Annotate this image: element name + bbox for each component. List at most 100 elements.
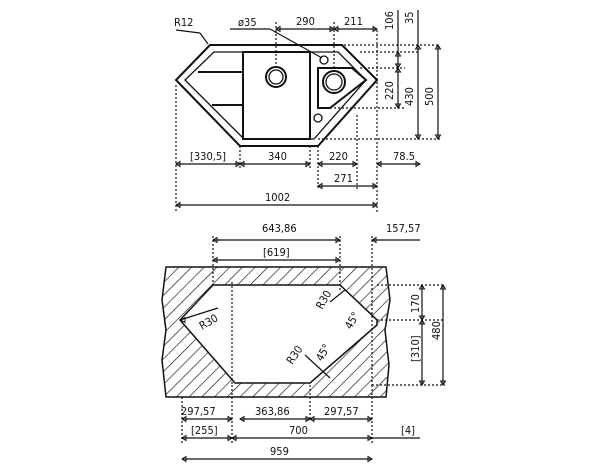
arrowhead — [394, 103, 402, 109]
arrowhead — [181, 455, 187, 463]
dim-271: 271 — [334, 172, 353, 185]
arrowhead — [372, 201, 378, 209]
arrowhead — [367, 455, 373, 463]
main-drain-inner — [268, 69, 284, 85]
main-bowl — [242, 51, 311, 140]
small-drain-inner — [325, 73, 343, 91]
dim-430: 430 — [403, 87, 416, 106]
arrowhead — [175, 201, 181, 209]
hatched-worktop — [161, 266, 391, 398]
arrowhead — [175, 160, 181, 168]
arrowhead — [329, 25, 335, 33]
arrowhead — [317, 160, 323, 168]
small-bowl — [317, 67, 368, 109]
radius-bottom: R30 — [284, 343, 306, 366]
angle-bottom: 45° — [313, 342, 333, 364]
arrowhead — [367, 415, 373, 423]
dim-290: 290 — [296, 15, 315, 28]
dim-4: [4] — [401, 424, 415, 437]
dim-255: [255] — [191, 424, 218, 437]
arrowhead — [394, 67, 402, 73]
arrowhead — [239, 160, 245, 168]
dim-220-vertical: 220 — [383, 81, 396, 100]
sink-inner-rim — [184, 51, 367, 140]
arrowhead — [275, 25, 281, 33]
dim-35: 35 — [403, 11, 416, 24]
dim-480: 480 — [430, 321, 443, 340]
arrowhead — [309, 415, 315, 423]
dim-1002: 1002 — [265, 191, 290, 204]
leader-line — [175, 29, 201, 34]
arrowhead — [212, 236, 218, 244]
angle-top: 45° — [342, 310, 362, 332]
dim-297-57-left: 297,57 — [181, 405, 216, 418]
dim-297-57-right: 297,57 — [324, 405, 359, 418]
arrowhead — [434, 134, 442, 140]
arrowhead — [180, 316, 186, 324]
arrowhead — [235, 160, 241, 168]
arrowhead — [418, 319, 426, 325]
arrowhead — [212, 256, 218, 264]
dim-220: 220 — [329, 150, 348, 163]
arrowhead — [394, 51, 402, 57]
dim-310: [310] — [409, 335, 422, 362]
dim-959: 959 — [270, 445, 289, 458]
dim-157-57: 157,57 — [386, 222, 421, 235]
arrowhead — [239, 415, 245, 423]
arrowhead — [335, 236, 341, 244]
arrowhead — [414, 134, 422, 140]
arrowhead — [367, 434, 373, 442]
label-r12: R12 — [174, 16, 193, 29]
dim-643-86: 643,86 — [262, 222, 297, 235]
radius-top-right: R30 — [313, 288, 334, 311]
dim-363-86: 363,86 — [255, 405, 290, 418]
arrowhead — [415, 160, 421, 168]
arrowhead — [352, 160, 358, 168]
top-dimension-lines — [175, 10, 442, 212]
arrowhead — [231, 434, 237, 442]
dim-211: 211 — [344, 15, 363, 28]
dim-619: [619] — [263, 246, 290, 259]
arrowhead — [317, 182, 323, 190]
small-drain-icon — [322, 70, 346, 94]
arrowhead — [376, 160, 382, 168]
arrowhead — [372, 182, 378, 190]
arrowhead — [434, 44, 442, 50]
sink-top-view: R12 ø35 290 211 106 35 220 430 500 [330,… — [174, 10, 442, 212]
arrowhead — [227, 434, 233, 442]
arrowhead — [394, 63, 402, 69]
arrowhead — [418, 284, 426, 290]
leader-line — [329, 289, 346, 303]
label-drain-diameter: ø35 — [238, 16, 257, 29]
dim-106: 106 — [383, 11, 396, 30]
cutout-dimension-lines — [179, 236, 447, 463]
radius-left: R30 — [197, 312, 220, 333]
dim-78-5: 78.5 — [393, 150, 415, 163]
dim-170: 170 — [409, 294, 422, 313]
dim-500: 500 — [423, 87, 436, 106]
leader-line — [179, 307, 219, 321]
arrowhead — [335, 256, 341, 264]
arrowhead — [439, 284, 447, 290]
arrowhead — [414, 44, 422, 50]
leader-line — [269, 28, 323, 59]
arrowhead — [305, 160, 311, 168]
arrowhead — [371, 236, 377, 244]
leader-line — [304, 354, 331, 379]
leader-line — [199, 32, 209, 45]
tap-hole-icon — [319, 55, 329, 65]
arrowhead — [418, 315, 426, 321]
dim-330-5: [330,5] — [190, 150, 226, 163]
arrowhead — [181, 434, 187, 442]
cutout-view: 643,86 157,57 [619] R30 R30 45° R30 45° … — [161, 222, 447, 463]
dim-700: 700 — [289, 424, 308, 437]
arrowhead — [305, 415, 311, 423]
arrowhead — [333, 25, 339, 33]
arrowhead — [181, 415, 187, 423]
dim-340: 340 — [268, 150, 287, 163]
arrowhead — [439, 380, 447, 386]
arrowhead — [372, 25, 378, 33]
arrowhead — [418, 380, 426, 386]
